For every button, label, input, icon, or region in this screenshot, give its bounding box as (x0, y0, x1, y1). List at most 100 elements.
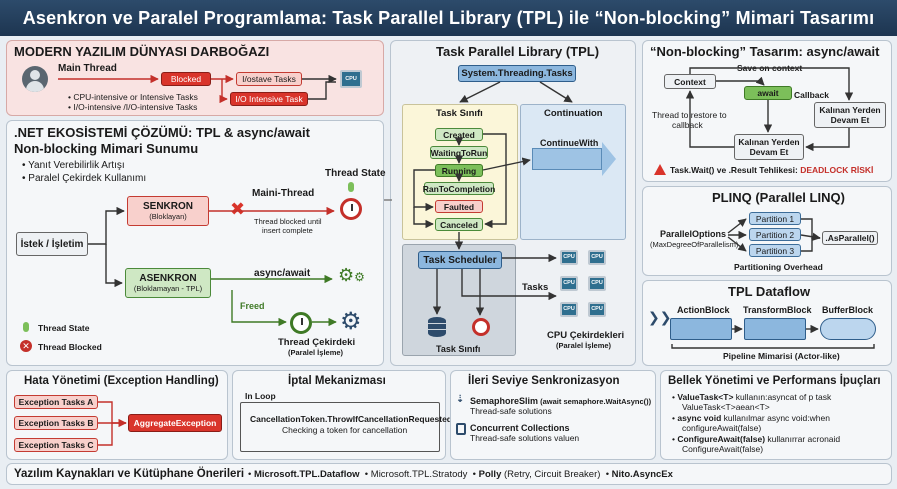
buffer-block (820, 318, 876, 340)
gear-dark-icon: ⚙ (340, 308, 362, 335)
state-canceled: Canceled (435, 218, 483, 231)
async-box: ASENKRON (Bloklamayan - TPL) (125, 268, 211, 298)
remaining-box-right: Kalınan Yerden Devam Et (814, 102, 886, 128)
warning-risk: DEADLOCK RİSKİ (800, 165, 874, 175)
footer-item-dataflow: Microsoft.TPL.Dataflow (253, 469, 360, 480)
cpu-core-4: CPU (588, 276, 606, 291)
cpu-chip-icon: CPU (340, 70, 362, 88)
plinq-heading: PLINQ (Parallel LINQ) (712, 190, 845, 205)
net-bullet-parallel: Paralel Çekirdek Kullanımı (22, 173, 146, 184)
collections-icon (456, 423, 466, 435)
footer-item-nito: Nito.AsyncEx (611, 469, 673, 480)
buffer-block-label: BufferBlock (822, 305, 874, 315)
thread-state-label: Thread State (325, 168, 386, 179)
legend-blocked-icon: ✕ (20, 340, 32, 352)
namespace-box: System.Threading.Tasks (458, 65, 576, 82)
remaining-bottom-1: Kalınan Yerden (738, 137, 800, 147)
save-context-label: Save on context (737, 63, 803, 73)
main-thread-sync-label: Maini-Thread (252, 188, 315, 199)
tpl-heading: Task Parallel Library (TPL) (436, 44, 600, 59)
tasks-label: Tasks (522, 282, 549, 293)
footer-items: • Microsoft.TPL.Dataflow • Microsoft.TPL… (248, 469, 673, 480)
cpu-core-6: CPU (588, 302, 606, 317)
legend-state-icon (23, 322, 29, 332)
cancel-heading: İptal Mekanizması (288, 375, 386, 387)
cpu-core-1: CPU (560, 250, 578, 265)
task-class-bottom-label: Task Sınıfı (436, 344, 481, 354)
net-heading: .NET EKOSİSTEMİ ÇÖZÜMÜ: TPL & async/awai… (14, 125, 310, 140)
blocked-x-icon: ✖ (230, 199, 246, 219)
thread-core-label: Thread Çekirdeki (278, 337, 356, 348)
sync-box: SENKRON (Bloklayan) (127, 196, 209, 226)
thread-restore-label-2: callback (672, 120, 703, 130)
io-tasks-box: I/ostave Tasks (236, 72, 302, 86)
sync-sub: (Bloklayan) (149, 212, 187, 221)
exception-task-b: Exception Tasks B (14, 416, 98, 430)
partition-2: Partition 2 (749, 228, 801, 241)
task-class-label: Task Sınıfı (436, 108, 483, 119)
max-degree-label: (MaxDegreeOfParallelism) (650, 240, 739, 249)
await-box: await (744, 86, 792, 100)
blocked-box: Blocked (161, 72, 211, 86)
async-await-label: async/await (254, 268, 311, 279)
partition-1: Partition 1 (749, 212, 801, 225)
net-bullet-responsive: Yanıt Verebilirlik Artışı (22, 160, 125, 171)
state-faulted: Faulted (435, 200, 483, 213)
thread-restore-label: Thread to restore to (652, 110, 727, 120)
request-box: İstek / İşletim (16, 232, 88, 256)
task-scheduler-box: Task Scheduler (418, 251, 502, 269)
memory-b2: • async void kullanılmar async void:when (672, 413, 830, 423)
continue-with-arrow-head (602, 142, 616, 176)
cancel-note: Checking a token for cancellation (282, 425, 408, 435)
state-running: Running (435, 164, 483, 177)
concurrent-label: Concurrent Collections (470, 423, 570, 433)
warning-text: Task.Wait() ve .Result Tehlikesi: DEADLO… (670, 165, 873, 175)
stopwatch-red-icon (340, 198, 362, 220)
semaphore-note: Thread-safe solutions (470, 406, 552, 416)
cpu-core-2: CPU (588, 250, 606, 265)
memory-heading: Bellek Yönetimi ve Performans İpuçları (668, 375, 881, 387)
cancel-panel (232, 370, 446, 460)
cpu-core-3: CPU (560, 276, 578, 291)
dataflow-heading: TPL Dataflow (728, 284, 811, 299)
callback-label: Callback (794, 90, 829, 100)
semaphore-code: (await semaphore.WaitAsync()) (538, 397, 652, 406)
memory-b3: • ConfigureAwait(false) kullanırrar acro… (672, 434, 841, 444)
memory-b3-bold: ConfigureAwait(false) (677, 434, 766, 444)
memory-b1-rest: kullanın:asyncat of p task (733, 392, 832, 402)
legend-blocked-label: Thread Blocked (38, 342, 102, 352)
freed-label: Freed (240, 301, 265, 311)
semaphore-label: SemaphoreSlim (470, 396, 539, 406)
overhead-label: Partitioning Overhead (734, 262, 823, 272)
blocked-note-1: Thread blocked until (254, 217, 322, 226)
semaphore-icon: ⇣ (456, 394, 465, 405)
sync-panel (450, 370, 656, 460)
concurrent-note: Thread-safe solutions valuen (470, 433, 580, 443)
footer-item-polly-desc: (Retry, Circuit Breaker) (501, 469, 601, 480)
page-title: Asenkron ve Paralel Programlama: Task Pa… (0, 0, 897, 36)
memory-b2-line2: configureAwait(false) (682, 423, 762, 433)
as-parallel-box: .AsParallel() (822, 231, 878, 245)
footer-panel (6, 463, 892, 485)
semaphore-line: SemaphoreSlim (await semaphore.WaitAsync… (470, 396, 651, 406)
gears-icon: ⚙⚙ (338, 265, 365, 285)
thread-core-sub: (Paralel İşleme) (288, 348, 344, 357)
exception-task-a: Exception Tasks A (14, 395, 98, 409)
cpu-cores-sub: (Paralel İşleme) (556, 341, 612, 350)
footer-item-polly: Polly (478, 469, 502, 480)
exception-task-c: Exception Tasks C (14, 438, 98, 452)
memory-b2-bold: async void (677, 413, 722, 423)
footer-heading: Yazılım Kaynakları ve Kütüphane Öneriler… (14, 468, 245, 480)
transform-block (744, 318, 806, 340)
memory-b3-line2: ConfigureAwait(false) (682, 444, 764, 454)
remaining-right-2: Devam Et (830, 115, 870, 125)
blocked-note-2: insert complete (262, 226, 313, 235)
state-waiting: WaitingToRun (430, 146, 488, 159)
footer-item-stratody: Microsoft.TPL.Stratody (370, 469, 468, 480)
context-box: Context (664, 74, 716, 89)
modern-heading: MODERN YAZILIM DÜNYASI DARBOĞAZI (14, 44, 270, 59)
memory-panel (660, 370, 892, 460)
cancel-code: CancellationToken.ThrowIfCancellationReq… (250, 414, 458, 424)
main-thread-label: Main Thread (58, 63, 117, 74)
remaining-box-bottom: Kalınan Yerden Devam Et (734, 134, 804, 160)
